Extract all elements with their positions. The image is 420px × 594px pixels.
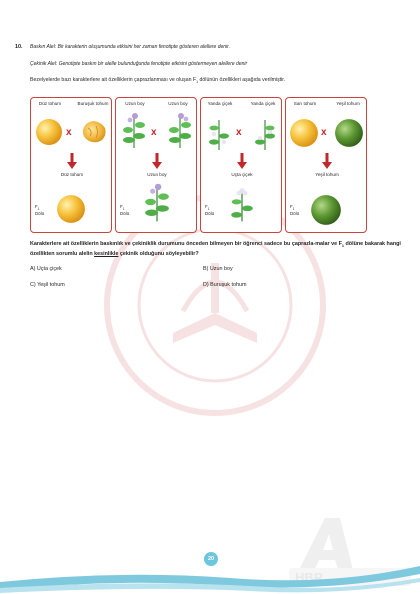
cross-symbol: x [321, 127, 327, 138]
tall-pea-plant-icon [123, 113, 145, 148]
parent-left-label: Uzun boy [125, 101, 145, 106]
down-arrow-icon [152, 153, 162, 169]
wrinkled-seed-icon [82, 121, 106, 143]
offspring-label: Uzun boy [147, 172, 167, 177]
emphasis-word: kesinlikle [94, 250, 119, 257]
option-d[interactable]: D) Buruşuk tohum [203, 282, 247, 288]
cross-symbol: x [66, 127, 72, 138]
cross-symbol: x [151, 127, 157, 138]
option-a[interactable]: A) Uçta çiçek [30, 266, 62, 272]
parent-left-label: Düz tohum [38, 101, 62, 106]
terminal-flower-plant-icon [231, 188, 253, 222]
down-arrow-icon [237, 153, 247, 169]
option-b[interactable]: B) Uzun boy [203, 266, 233, 272]
intro-text: Bezelyelerde bazı karakterlere ait özell… [30, 77, 286, 85]
tall-pea-plant-icon [169, 113, 191, 148]
axial-flower-plant-icon [209, 120, 229, 150]
recessive-allele-definition: Çekinik Alel: Genotipte baskın bir alell… [30, 61, 248, 67]
question-number: 10. [15, 44, 23, 50]
offspring-label: Uçta çiçek [231, 172, 253, 177]
page-footer-swoosh [0, 566, 420, 593]
axial-flower-plant-icon [255, 120, 275, 150]
smooth-yellow-seed-icon [36, 119, 62, 145]
offspring-label: Düz tohum [60, 172, 84, 177]
parent-right-label: Yeşil tohum [336, 101, 360, 106]
tall-pea-plant-icon [145, 183, 169, 222]
question-stem: Karakterlere ait özelliklerin baskınlık … [30, 241, 401, 257]
option-c[interactable]: C) Yeşil tohum [30, 282, 65, 288]
parent-right-label: Uzun boy [168, 101, 188, 106]
parent-left-label: Sarı tohum [293, 101, 317, 106]
down-arrow-icon [67, 153, 77, 169]
offspring-label: Yeşil tohum [315, 172, 339, 177]
green-seed-icon [311, 195, 341, 225]
green-seed-icon [335, 119, 363, 147]
yellow-seed-icon [290, 119, 318, 147]
down-arrow-icon [322, 153, 332, 169]
parent-left-label: Yanda çiçek [207, 101, 233, 106]
parent-right-label: Buruşuk tohum [77, 101, 109, 106]
dominant-allele-definition: Baskın Alel: Bir karakterin oluşumunda e… [30, 44, 231, 50]
page-number-badge: 20 [204, 552, 218, 566]
smooth-yellow-seed-icon [57, 195, 85, 223]
cross-symbol: x [236, 127, 242, 138]
parent-right-label: Yanda çiçek [250, 101, 276, 106]
